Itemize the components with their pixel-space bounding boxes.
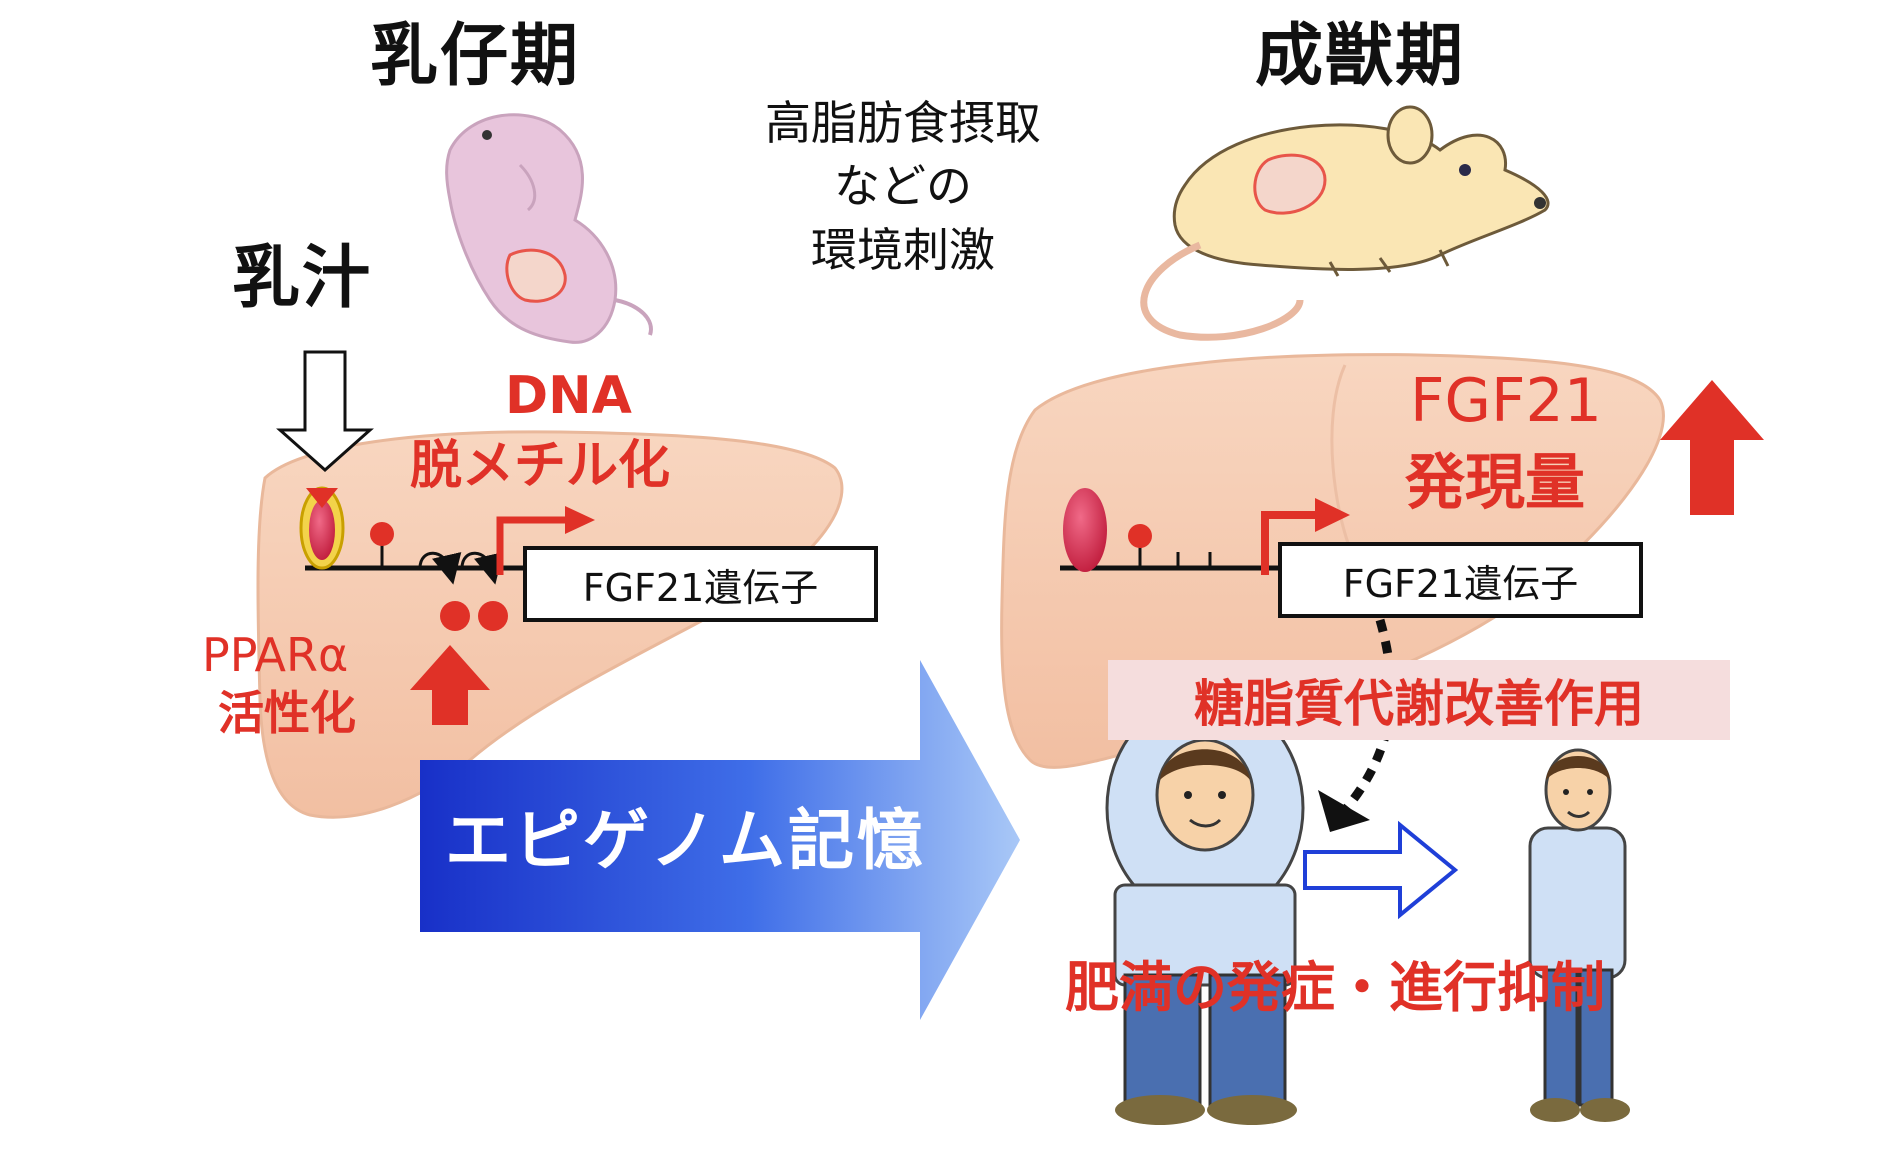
improvement-arrow [1303, 820, 1459, 920]
obesity-suppression-label: 肥満の発症・進行抑制 [1065, 956, 1605, 1019]
ppar-alpha-label: PPARα [202, 628, 349, 682]
slim-person-illustration [1528, 748, 1630, 1122]
epigenome-memory-arrow [420, 660, 1020, 1020]
right-fgf21-gene-box: FGF21遺伝子 [1278, 542, 1643, 618]
ppar-activation-label: 活性化 [218, 686, 356, 740]
metabolic-improvement-box: 糖脂質代謝改善作用 [1108, 660, 1730, 740]
demethylation-label: 脱メチル化 [410, 436, 671, 496]
right-gene-locus [1060, 488, 1350, 575]
mouse-illustration [1140, 105, 1550, 341]
environmental-stimulus-text: 高脂肪食摂取 などの 環境刺激 [765, 96, 1041, 277]
pup-illustration [445, 113, 653, 344]
ppar-activation-arrow [410, 645, 490, 725]
milk-label: 乳汁 [232, 239, 373, 318]
left-stage-title: 乳仔期 [370, 17, 581, 96]
right-stage-title: 成獣期 [1255, 17, 1466, 96]
fgf21-up-arrow [1660, 380, 1764, 515]
epigenome-memory-label: エピゲノム記憶 [445, 802, 927, 879]
fgf21-label: FGF21 [1410, 366, 1602, 436]
dna-label: DNA [505, 366, 632, 426]
obese-person-illustration [1105, 694, 1305, 1125]
left-fgf21-gene-box: FGF21遺伝子 [523, 546, 878, 622]
expression-level-label: 発現量 [1405, 448, 1585, 518]
milk-input-arrow [276, 350, 374, 473]
left-gene-locus [299, 486, 595, 631]
liver-left [256, 430, 844, 819]
